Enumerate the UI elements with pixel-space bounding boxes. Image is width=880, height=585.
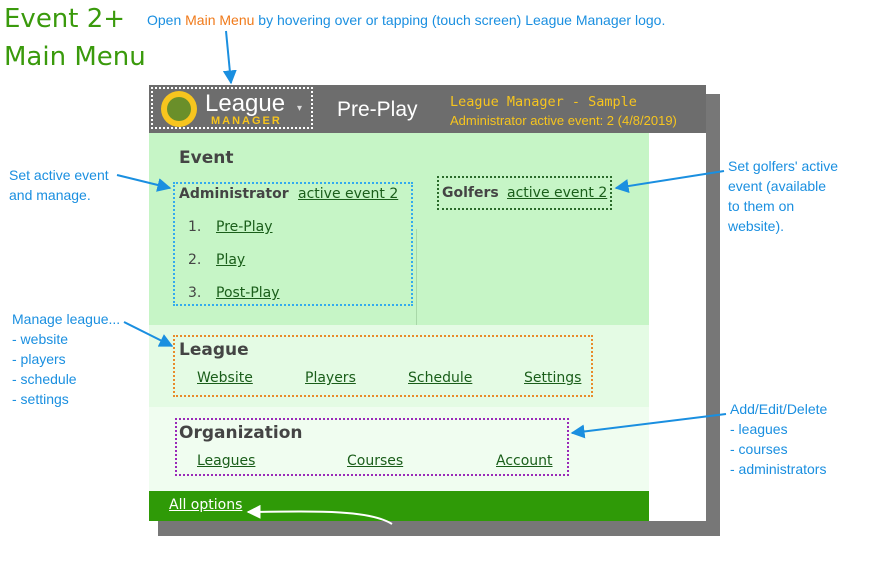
section-divider xyxy=(416,229,417,353)
item-number: 3. xyxy=(188,285,202,301)
administrator-box: Administrator active event 2 1. Pre-Play… xyxy=(173,182,413,306)
league-box: League Website Players Schedule Settings xyxy=(173,335,593,397)
note-line: and manage. xyxy=(9,187,91,203)
org-leagues-link[interactable]: Leagues xyxy=(197,453,256,469)
league-settings-link[interactable]: Settings xyxy=(524,370,582,386)
note-line: Add/Edit/Delete xyxy=(730,401,828,417)
golfer-figure xyxy=(167,97,191,121)
event-section: Event Administrator active event 2 1. Pr… xyxy=(149,133,649,353)
current-page-label: Pre-Play xyxy=(337,98,418,121)
note-line: - leagues xyxy=(730,421,788,437)
chevron-down-icon: ▾ xyxy=(297,103,303,114)
admin-active-event-link[interactable]: active event 2 xyxy=(298,186,399,202)
top-annotation-highlight: Main Menu xyxy=(185,12,255,28)
administrator-label: Administrator xyxy=(179,186,289,202)
arrow-to-league xyxy=(123,321,174,347)
main-menu-logo-button[interactable]: League MANAGER ▾ xyxy=(151,87,313,129)
org-account-link[interactable]: Account xyxy=(496,453,553,469)
page-title-line2: Main Menu xyxy=(4,42,146,72)
arrow-to-administrator xyxy=(116,174,172,192)
top-annotation-suffix: by hovering over or tapping (touch scree… xyxy=(254,12,666,28)
league-players-link[interactable]: Players xyxy=(305,370,356,386)
note-line: website). xyxy=(728,218,785,234)
note-line: - players xyxy=(12,351,66,367)
admin-active-event: Administrator active event: 2 (4/8/2019) xyxy=(450,113,677,128)
note-manage-league: Manage league... - website - players - s… xyxy=(12,309,120,409)
organization-box: Organization Leagues Courses Account xyxy=(175,418,569,476)
note-line: - administrators xyxy=(730,461,827,477)
arrow-to-all-options xyxy=(246,504,393,525)
golfers-active-event-link[interactable]: active event 2 xyxy=(507,185,608,201)
note-line: to them on xyxy=(728,198,795,214)
golfer-logo-icon xyxy=(161,91,197,127)
organization-section: Organization Leagues Courses Account xyxy=(149,407,649,491)
note-line: - settings xyxy=(12,391,69,407)
note-set-active: Set active event and manage. xyxy=(9,165,109,205)
note-line: Manage league... xyxy=(12,311,121,327)
note-add-edit: Add/Edit/Delete - leagues - courses - ad… xyxy=(730,399,827,479)
league-heading: League xyxy=(179,340,249,360)
golfers-box: Golfers active event 2 xyxy=(437,176,612,210)
organization-heading: Organization xyxy=(179,423,303,443)
all-options-link[interactable]: All options xyxy=(169,497,243,513)
org-courses-link[interactable]: Courses xyxy=(347,453,404,469)
post-play-link[interactable]: Post-Play xyxy=(216,285,280,301)
arrow-to-organization xyxy=(570,413,727,439)
logo-word: League xyxy=(205,90,286,117)
league-section: League Website Players Schedule Settings xyxy=(149,325,649,407)
note-line: - schedule xyxy=(12,371,77,387)
note-line: - website xyxy=(12,331,69,347)
event-heading: Event xyxy=(179,148,234,168)
app-name: League Manager - Sample xyxy=(450,94,637,110)
note-golfers: Set golfers' active event (available to … xyxy=(728,156,838,236)
league-schedule-link[interactable]: Schedule xyxy=(408,370,473,386)
item-number: 1. xyxy=(188,219,202,235)
note-line: Set active event xyxy=(9,167,109,183)
league-website-link[interactable]: Website xyxy=(197,370,253,386)
arrow-to-golfers xyxy=(614,170,725,193)
app-window: League MANAGER ▾ Pre-Play League Manager… xyxy=(149,85,706,521)
note-line: - courses xyxy=(730,441,788,457)
note-line: Set golfers' active xyxy=(728,158,839,174)
play-link[interactable]: Play xyxy=(216,252,246,268)
top-annotation-prefix: Open xyxy=(147,12,186,28)
logo-sub: MANAGER xyxy=(211,115,282,127)
pre-play-link[interactable]: Pre-Play xyxy=(216,219,273,235)
app-header: League MANAGER ▾ Pre-Play League Manager… xyxy=(149,85,706,133)
top-annotation: Open Main Menu by hovering over or tappi… xyxy=(147,10,665,30)
page-title-line1: Event 2+ xyxy=(4,4,126,34)
note-line: event (available xyxy=(728,178,827,194)
arrow-to-logo xyxy=(222,30,237,85)
item-number: 2. xyxy=(188,252,202,268)
menu-footer: All options xyxy=(149,491,649,521)
golfers-label: Golfers xyxy=(442,185,499,201)
